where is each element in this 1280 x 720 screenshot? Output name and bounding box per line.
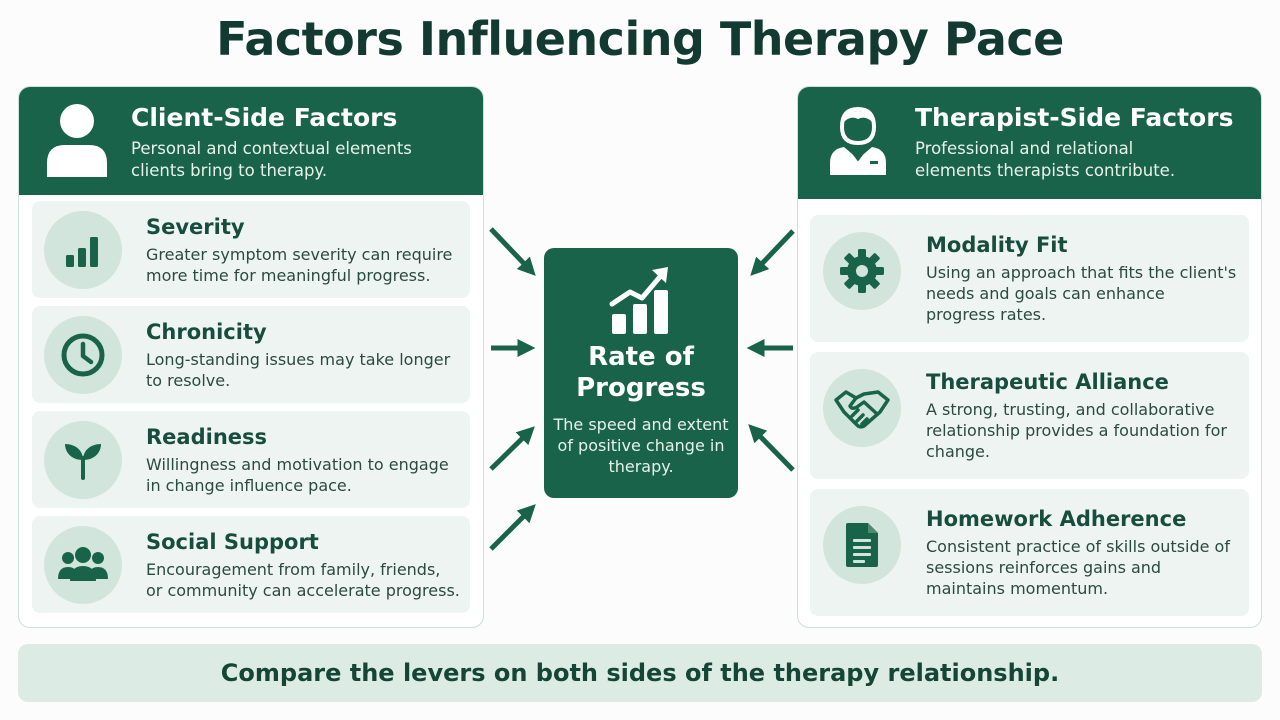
arrow-homework-adherence: [748, 424, 795, 472]
factor-description: Encouragement from family, friends, or c…: [146, 560, 460, 600]
factor-title: Social Support: [146, 530, 319, 554]
icon-circle: [44, 526, 122, 604]
therapist-panel-description: Professional and relational elements the…: [915, 139, 1176, 180]
icon-circle: [44, 211, 122, 289]
bar-chart-icon: [66, 237, 98, 267]
factor-title: Severity: [146, 215, 245, 239]
icon-circle: [44, 316, 122, 394]
icon-circle: [823, 369, 901, 447]
therapist-factors-panel: Therapist-Side Factors Professional and …: [797, 86, 1262, 628]
client-panel-header: Client-Side Factors Personal and context…: [19, 87, 483, 195]
person-icon: [47, 104, 107, 177]
factor-card-homework-adherence: Homework Adherence Consistent practice o…: [810, 489, 1249, 616]
handshake-icon: [834, 390, 890, 429]
center-description: The speed and extent of positive change …: [553, 415, 729, 476]
factor-card-modality-fit: Modality Fit Using an approach that fits…: [810, 215, 1249, 342]
factor-card-social-support: Social Support Encouragement from family…: [32, 516, 470, 613]
client-panel-description: Personal and contextual elements clients…: [131, 139, 412, 180]
client-panel-title: Client-Side Factors: [131, 103, 398, 132]
factor-title: Readiness: [146, 425, 268, 449]
factor-description: A strong, trusting, and collaborative re…: [926, 400, 1227, 461]
growth-chart-icon: [609, 267, 668, 334]
factor-card-chronicity: Chronicity Long-standing issues may take…: [32, 306, 470, 403]
factor-description: Willingness and motivation to engage in …: [146, 455, 449, 495]
document-icon: [846, 523, 878, 567]
arrow-severity: [489, 227, 536, 276]
therapist-panel-header: Therapist-Side Factors Professional and …: [798, 87, 1261, 199]
therapist-panel-title: Therapist-Side Factors: [915, 103, 1234, 132]
arrow-readiness: [489, 426, 535, 471]
rate-of-progress-box: Rate of Progress The speed and extent of…: [544, 248, 738, 498]
factor-title: Modality Fit: [926, 233, 1068, 257]
arrow-social-support: [489, 504, 536, 551]
factor-description: Using an approach that fits the client's…: [926, 263, 1237, 324]
icon-circle: [823, 506, 901, 584]
footer-banner: Compare the levers on both sides of the …: [18, 644, 1262, 702]
icon-circle: [44, 421, 122, 499]
group-icon: [58, 547, 108, 581]
factor-title: Therapeutic Alliance: [926, 370, 1169, 394]
factor-description: Long-standing issues may take longer to …: [146, 350, 451, 390]
factor-description: Greater symptom severity can require mor…: [146, 245, 453, 285]
therapist-icon: [830, 106, 886, 175]
arrow-modality-fit: [750, 229, 795, 276]
center-title: Rate of Progress: [576, 342, 706, 403]
clock-icon: [61, 333, 105, 377]
factor-description: Consistent practice of skills outside of…: [926, 537, 1230, 598]
factor-card-therapeutic-alliance: Therapeutic Alliance A strong, trusting,…: [810, 352, 1249, 479]
factor-title: Chronicity: [146, 320, 267, 344]
page-title: Factors Influencing Therapy Pace: [216, 12, 1064, 66]
factor-card-readiness: Readiness Willingness and motivation to …: [32, 411, 470, 508]
factor-title: Homework Adherence: [926, 507, 1187, 531]
sprout-icon: [65, 444, 101, 480]
gear-icon: [840, 249, 884, 293]
icon-circle: [823, 232, 901, 310]
factor-card-severity: Severity Greater symptom severity can re…: [32, 201, 470, 298]
client-factors-panel: Client-Side Factors Personal and context…: [18, 86, 484, 628]
